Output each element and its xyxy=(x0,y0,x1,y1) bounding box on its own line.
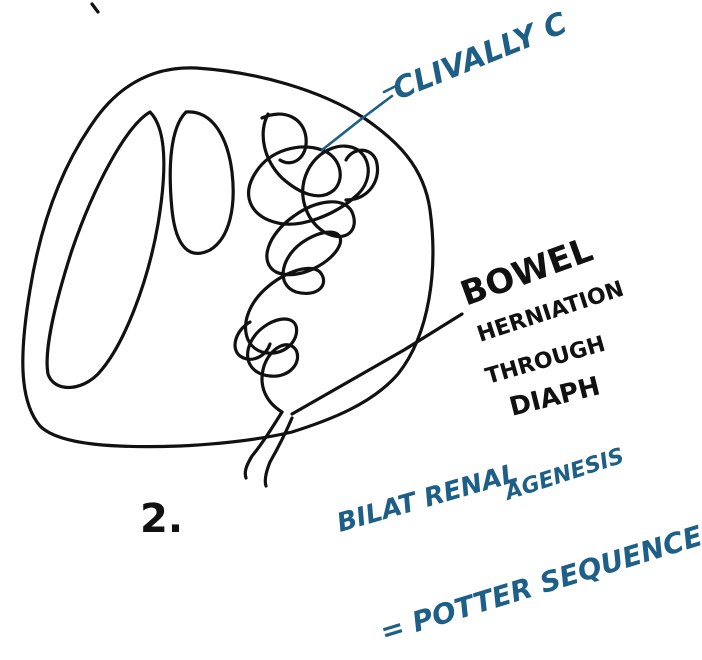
bowel-leader-line xyxy=(292,314,462,414)
central-lobe xyxy=(170,112,233,253)
descending-tube-right xyxy=(265,418,292,486)
top-stroke-fragment xyxy=(92,4,98,12)
body-outline xyxy=(23,68,433,447)
potter-sequence-label: = POTTER SEQUENCE xyxy=(376,519,702,648)
left-lung-lobe xyxy=(47,112,164,388)
figure-number: 2. xyxy=(140,496,183,542)
top-label: CLIVALLY C xyxy=(388,6,572,108)
bilat-label-line-2: AGENESIS xyxy=(500,444,627,507)
bowel-inner-loop-right xyxy=(346,150,378,200)
bilat-label-line-1: BILAT RENAL xyxy=(334,458,522,538)
descending-tube-left xyxy=(245,412,282,478)
top-label-leader-line xyxy=(322,96,392,150)
bowel-coil xyxy=(246,114,369,412)
